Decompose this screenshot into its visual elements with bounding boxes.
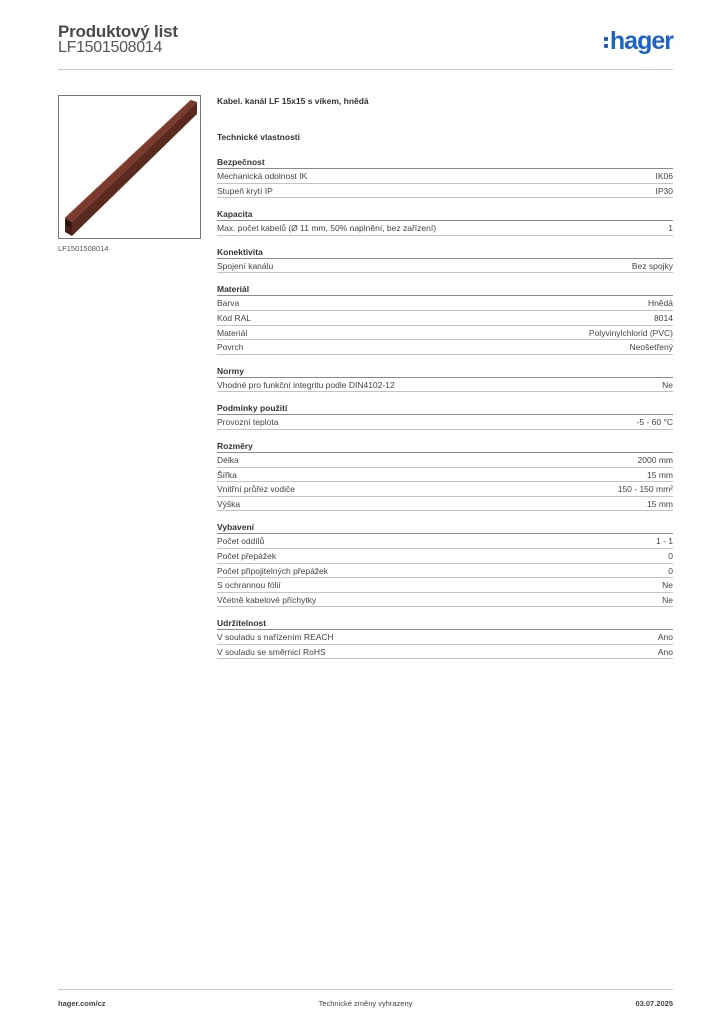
spec-group-title: Udržitelnost [217, 617, 673, 631]
spec-label: Vhodné pro funkční integritu podle DIN41… [217, 379, 395, 390]
spec-value: 15 mm [647, 498, 673, 509]
spec-value: 15 mm [647, 469, 673, 480]
page-footer: hager.com/cz Technické změny vyhrazeny 0… [58, 989, 673, 1013]
product-name: Kabel. kanál LF 15x15 s víkem, hnědá [217, 96, 369, 106]
spec-label: Mechanická odolnost IK [217, 171, 308, 181]
spec-label: Vnitřní průřez vodiče [217, 484, 295, 495]
spec-value: 150 - 150 mm² [617, 484, 673, 495]
spec-row: Materiál Polyvinylchlorid (PVC) [217, 326, 673, 341]
spec-row: V souladu se směrnicí RoHS Ano [217, 645, 673, 660]
spec-row: Max. počet kabelů (Ø 11 mm, 50% naplnění… [217, 221, 673, 236]
spec-group-title: Podmínky použití [217, 402, 673, 416]
spec-label: Kód RAL [217, 312, 252, 323]
spec-row: Barva Hnědá [217, 296, 673, 311]
spec-group-title: Konektivita [217, 246, 673, 259]
spec-value: 0 [668, 550, 673, 561]
spec-row: Spojení kanálu Bez spojky [217, 259, 673, 274]
spec-label: S ochrannou fólií [217, 580, 281, 591]
spec-row: Počet přepážek 0 [217, 549, 673, 564]
spec-value: IP30 [655, 185, 674, 196]
spec-group-title: Rozměry [217, 440, 673, 453]
spec-value: Ne [662, 379, 673, 390]
spec-row: Vhodné pro funkční integritu podle DIN41… [217, 378, 673, 393]
spec-group-title: Kapacita [217, 208, 673, 222]
logo-dots-icon [603, 36, 608, 48]
spec-label: Počet oddílů [217, 536, 265, 547]
spec-value: Ne [662, 580, 673, 591]
section-heading: Technické vlastnosti [217, 132, 300, 142]
spec-value: 0 [668, 565, 673, 576]
spec-label: Počet přepážek [217, 550, 277, 561]
page-title: Produktový list [58, 22, 178, 41]
spec-row: Výška 15 mm [217, 497, 673, 512]
image-caption: LF1501508014 [58, 244, 109, 253]
spec-label: V souladu s nařízením REACH [217, 632, 334, 643]
spec-row: Kód RAL 8014 [217, 311, 673, 326]
footer-website: hager.com/cz [58, 999, 106, 1008]
hager-logo: hager [603, 26, 674, 56]
spec-group-title: Normy [217, 365, 673, 378]
spec-group-title: Vybavení [217, 521, 673, 535]
product-image [58, 95, 201, 239]
spec-row: Počet připojitelných přepážek 0 [217, 564, 673, 579]
spec-value: IK06 [655, 171, 674, 181]
spec-row: Šířka 15 mm [217, 468, 673, 483]
spec-value: 8014 [654, 312, 673, 323]
spec-value: -5 - 60 °C [636, 417, 673, 428]
spec-row: V souladu s nařízením REACH Ano [217, 630, 673, 645]
spec-row: Včetně kabelové příchytky Ne [217, 593, 673, 608]
spec-row: Provozní teplota -5 - 60 °C [217, 415, 673, 430]
spec-value: Ano [657, 646, 673, 657]
spec-row: Mechanická odolnost IK IK06 [217, 169, 673, 184]
spec-label: Spojení kanálu [217, 260, 274, 271]
spec-group-title: Materiál [217, 283, 673, 297]
spec-label: Stupeň krytí IP [217, 185, 273, 196]
spec-label: Povrch [217, 342, 244, 353]
spec-value: Ne [662, 594, 673, 605]
spec-value: 1 - 1 [655, 536, 673, 547]
spec-row: Povrch Neošetřený [217, 340, 673, 355]
spec-label: Max. počet kabelů (Ø 11 mm, 50% naplnění… [217, 223, 437, 234]
spec-label: Počet připojitelných přepážek [217, 565, 329, 576]
page-header: Produktový list LF1501508014 hager [58, 20, 674, 70]
spec-label: Barva [217, 298, 240, 309]
spec-label: V souladu se směrnicí RoHS [217, 646, 326, 657]
spec-value: Ano [657, 632, 673, 643]
footer-date: 03.07.2025 [635, 999, 673, 1008]
spec-value: Polyvinylchlorid (PVC) [588, 327, 673, 338]
spec-value: 1 [668, 223, 673, 234]
spec-label: Včetně kabelové příchytky [217, 594, 317, 605]
spec-label: Provozní teplota [217, 417, 279, 428]
spec-row: Počet oddílů 1 - 1 [217, 534, 673, 549]
spec-value: Bez spojky [631, 260, 673, 271]
spec-row: Vnitřní průřez vodiče 150 - 150 mm² [217, 482, 673, 497]
spec-row: S ochrannou fólií Ne [217, 578, 673, 593]
spec-value: 2000 mm [637, 454, 673, 465]
spec-value: Hnědá [647, 298, 673, 309]
spec-row: Délka 2000 mm [217, 453, 673, 468]
spec-label: Šířka [217, 469, 237, 480]
spec-row: Stupeň krytí IP IP30 [217, 184, 673, 199]
spec-label: Materiál [217, 327, 248, 338]
cable-duct-illustration [64, 99, 197, 236]
spec-label: Délka [217, 454, 239, 465]
spec-label: Výška [217, 498, 241, 509]
footer-notice: Technické změny vyhrazeny [318, 999, 413, 1008]
spec-group-title: Bezpečnost [217, 156, 673, 169]
spec-value: Neošetřený [629, 342, 673, 353]
product-code: LF1501508014 [58, 39, 163, 56]
specification-content: Kabel. kanál LF 15x15 s víkem, hnědá Tec… [217, 96, 673, 660]
logo-text: hager [609, 26, 674, 55]
